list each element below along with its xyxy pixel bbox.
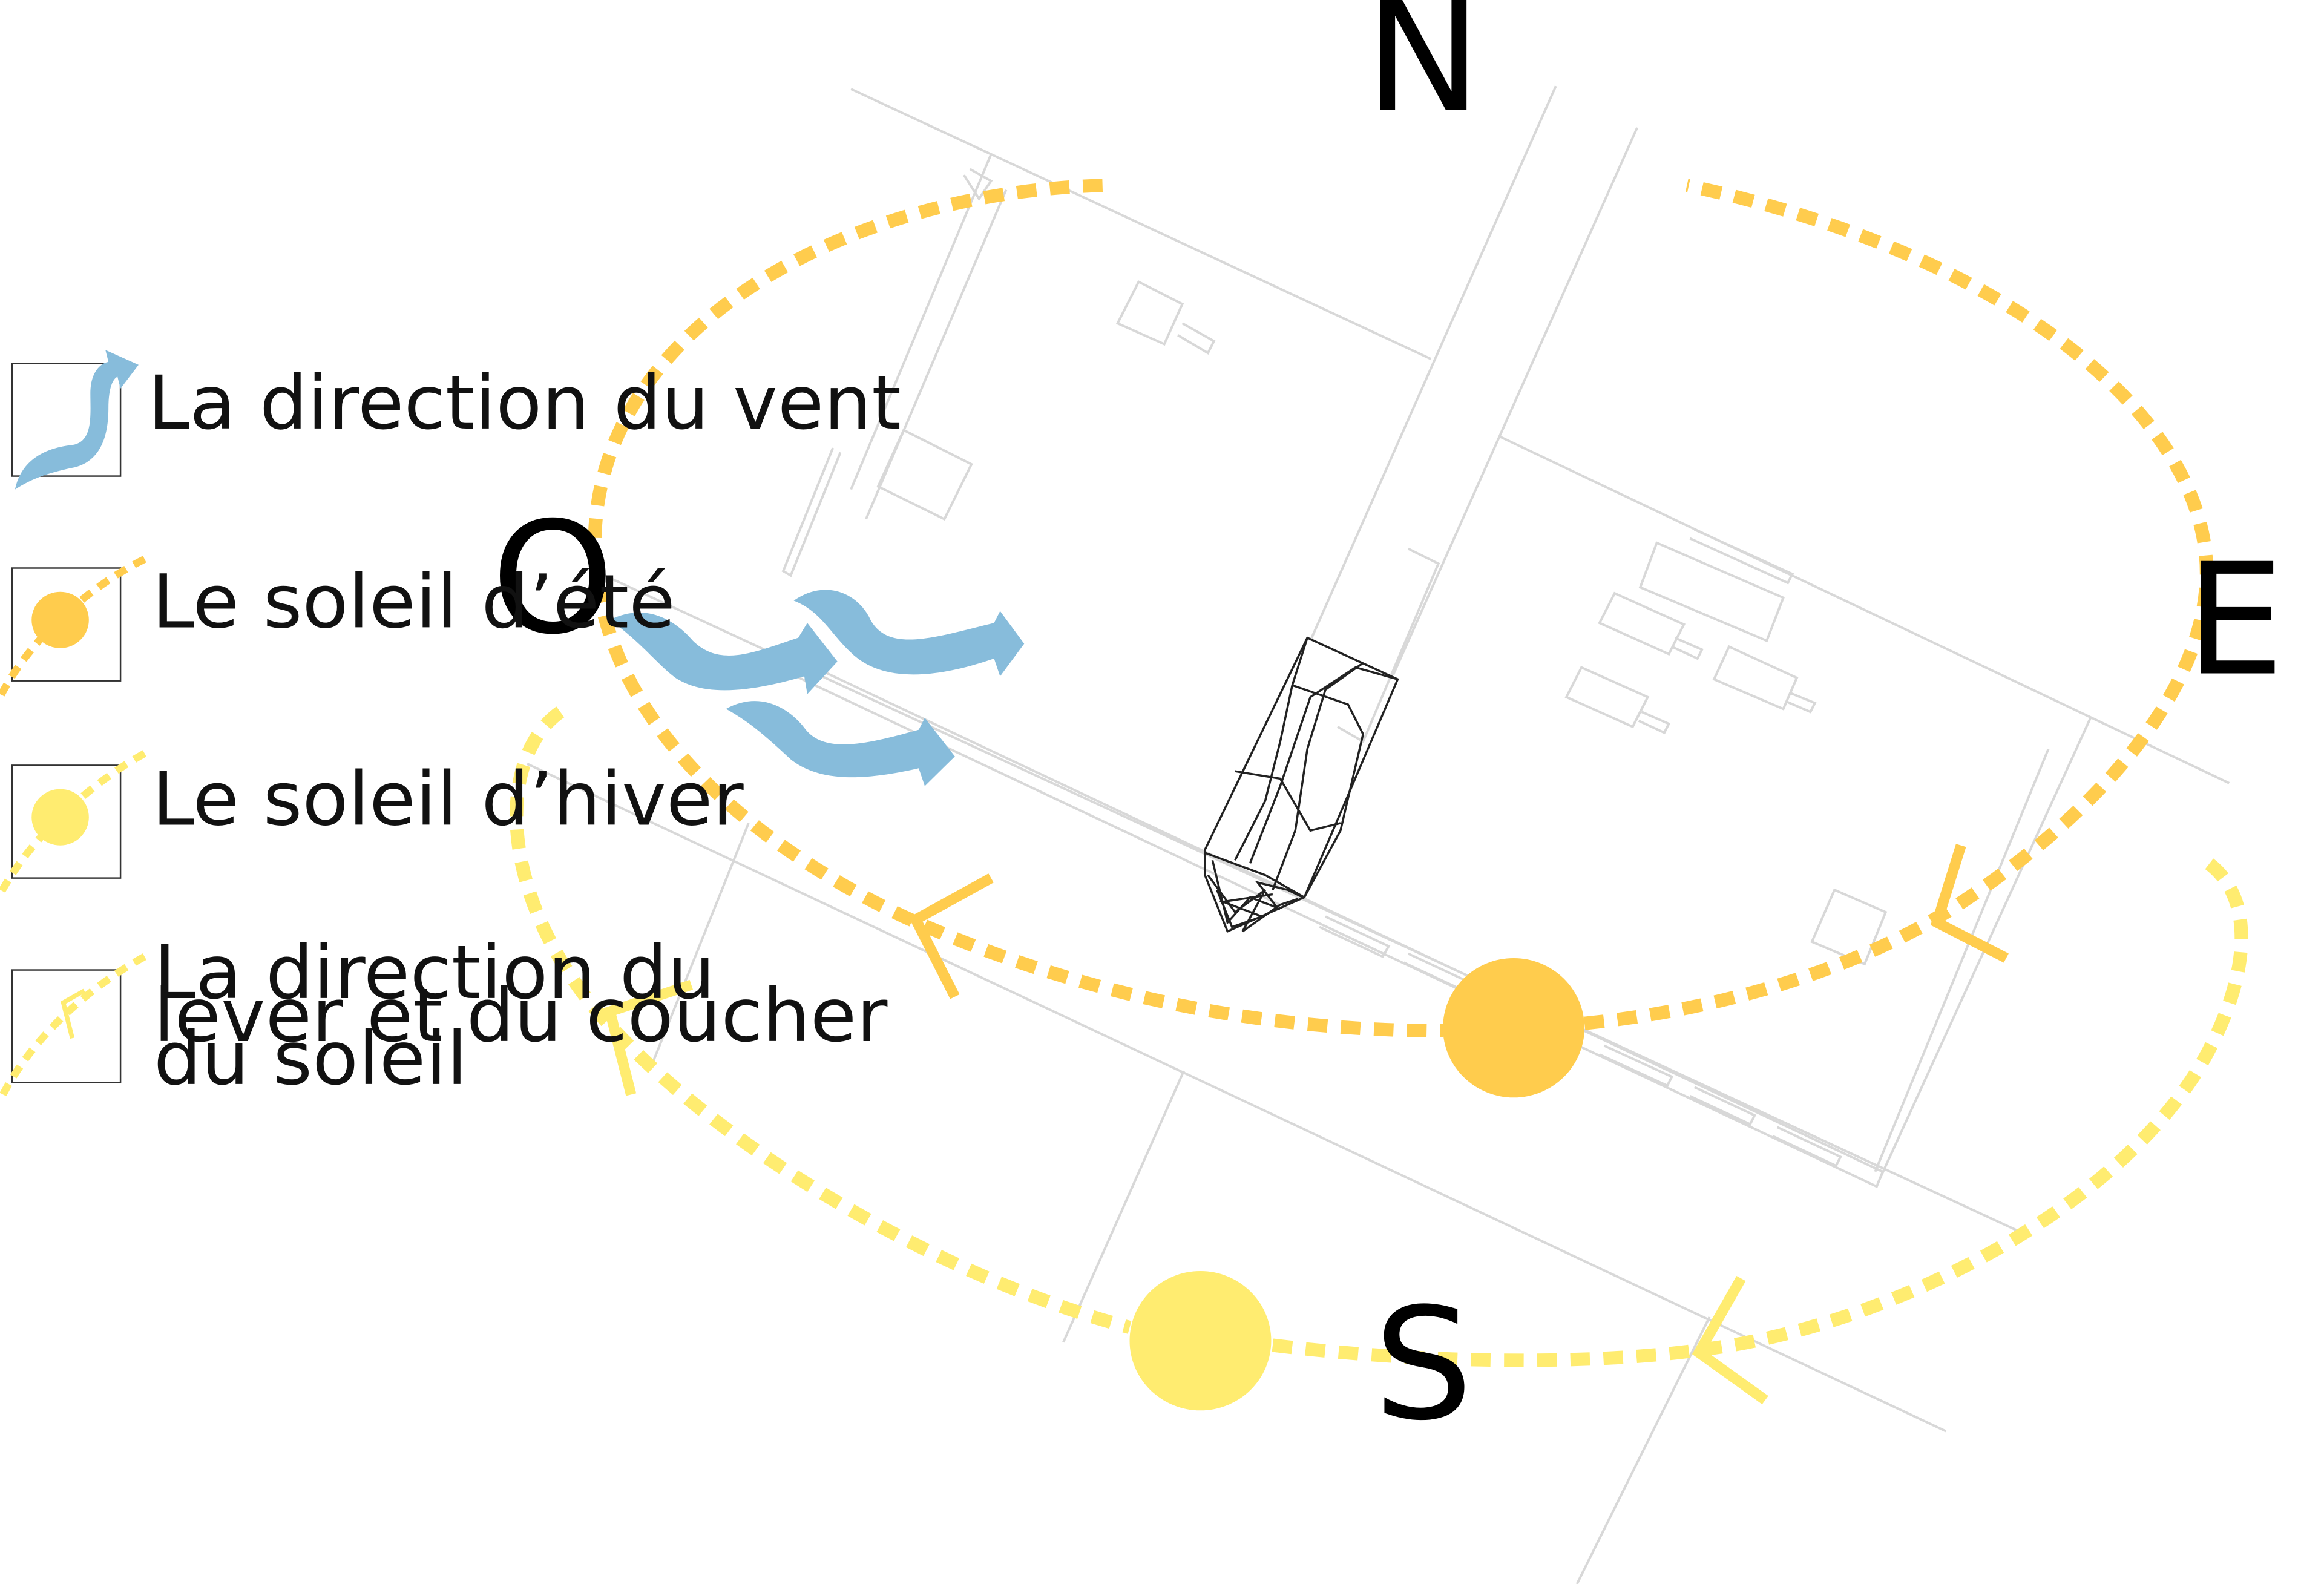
south-strip-block-d <box>1689 1086 1756 1126</box>
summer-path-west <box>588 179 1443 1038</box>
road-edge-west <box>1309 85 1557 642</box>
legend-box <box>11 969 122 1083</box>
legend-item-winter-sun: Le soleil d’hiver <box>0 750 744 896</box>
compass-labels: N S E O <box>491 0 2284 1454</box>
compass-west: O <box>491 489 614 669</box>
legend-box <box>11 567 122 682</box>
street-line-south <box>527 763 1947 1433</box>
building-wireframe <box>1204 636 1399 933</box>
site-plan <box>527 85 2230 1584</box>
sun-direction-chevron-icon <box>908 873 994 999</box>
wind-arrow-icon <box>726 701 955 786</box>
plot-nw-building-a <box>876 428 973 521</box>
legend-box <box>11 764 122 879</box>
legend-label-sun-direction-line-1: La direction du <box>154 930 715 1016</box>
plot-e-building-d-ext <box>1638 711 1671 735</box>
plot-e-strip-west <box>1336 547 1440 744</box>
legend-item-wind: La direction du vent <box>11 350 901 490</box>
wind-arrow-icon <box>15 350 139 490</box>
winter-sun-icon <box>31 789 89 846</box>
plot-nw-edge-inner <box>865 189 1008 520</box>
plot-e-building-b <box>1598 591 1686 656</box>
plot-nw-side-strip <box>781 447 842 577</box>
legend-item-sun-direction: La direction du lever et du coucher du s… <box>0 930 888 1102</box>
compass-east: E <box>2185 530 2285 710</box>
plot-e-building-c-ext <box>1785 691 1817 714</box>
legend-summer-path <box>0 556 146 699</box>
street-cross-middle <box>1062 1070 1185 1343</box>
building-facet-6 <box>1204 852 1305 898</box>
sun-direction-chevron-icon <box>1692 1276 1768 1405</box>
plot-e-building-a <box>1638 541 1785 643</box>
plot-nw-marker <box>963 168 993 201</box>
plot-e-building-e <box>1810 888 1888 966</box>
summer-path-east <box>1583 179 2214 1030</box>
plot-nw-building-b-extension <box>1177 322 1216 355</box>
building-facet-5 <box>1235 770 1341 832</box>
summer-sun-icon <box>1443 958 1585 1098</box>
plot-e-strip-north <box>1689 528 1794 585</box>
street-line-middle <box>594 570 2019 1232</box>
legend-item-summer-sun: Le soleil d’été <box>0 556 675 699</box>
building-facet-4 <box>1292 684 1365 898</box>
legend-label-sun-direction-line-2: lever et du coucher <box>154 973 888 1059</box>
plot-nw-edge <box>850 154 993 490</box>
winter-path-east <box>1272 851 2248 1367</box>
south-strip-block-c <box>1599 1044 1674 1088</box>
winter-sun-icon <box>1129 1270 1272 1411</box>
legend-label-summer-sun: Le soleil d’été <box>152 559 675 645</box>
wind-arrow-icon <box>609 612 838 694</box>
wind-arrow-icon <box>793 590 1025 677</box>
plot-e-building-b-ext <box>1671 636 1704 660</box>
legend-direction-path <box>0 953 146 1102</box>
plot-e-building-c <box>1712 645 1799 711</box>
legend-winter-path <box>0 750 146 896</box>
winter-sun-path <box>510 706 2248 1367</box>
south-strip <box>776 651 1885 1188</box>
compass-north: N <box>1365 0 1482 146</box>
building-base-2 <box>1207 874 1299 933</box>
compass-south: S <box>1374 1275 1473 1454</box>
plot-nw-building-b <box>1115 280 1184 346</box>
south-strip-block-e <box>1772 1126 1842 1168</box>
sun-direction-chevron-icon <box>61 988 86 1039</box>
street-cross-south <box>1575 1316 1711 1584</box>
legend-box <box>11 363 122 477</box>
legend-label-winter-sun: Le soleil d’hiver <box>152 756 744 843</box>
winter-direction-chevrons <box>603 979 1768 1405</box>
legend-label-sun-direction-line-3: du soleil <box>154 1016 468 1102</box>
summer-sun-icon <box>31 591 89 648</box>
sun-direction-chevron-icon <box>603 979 694 1096</box>
street-cross-west <box>649 823 750 1068</box>
building-facet-2 <box>1272 662 1364 890</box>
sun-direction-chevron-icon <box>1930 844 2009 963</box>
building-facet-1 <box>1234 637 1308 861</box>
plot-e-building-d <box>1564 666 1650 729</box>
plot-e-edge-inner <box>1874 748 2050 1172</box>
wind-arrows <box>609 590 1025 786</box>
building-facet-3 <box>1249 666 1398 864</box>
summer-sun-path <box>588 179 2214 1038</box>
building-base-3 <box>1216 889 1273 928</box>
south-strip-block-a <box>1319 915 1391 959</box>
street-line-east <box>1498 435 2230 784</box>
street-line-north <box>850 88 1432 360</box>
legend-label-wind: La direction du vent <box>148 360 901 447</box>
winter-path-west <box>510 706 1132 1334</box>
summer-direction-chevrons <box>908 844 2009 999</box>
legend: La direction du vent Le soleil d’été Le … <box>0 350 901 1102</box>
road-edge-east <box>1392 127 1638 675</box>
